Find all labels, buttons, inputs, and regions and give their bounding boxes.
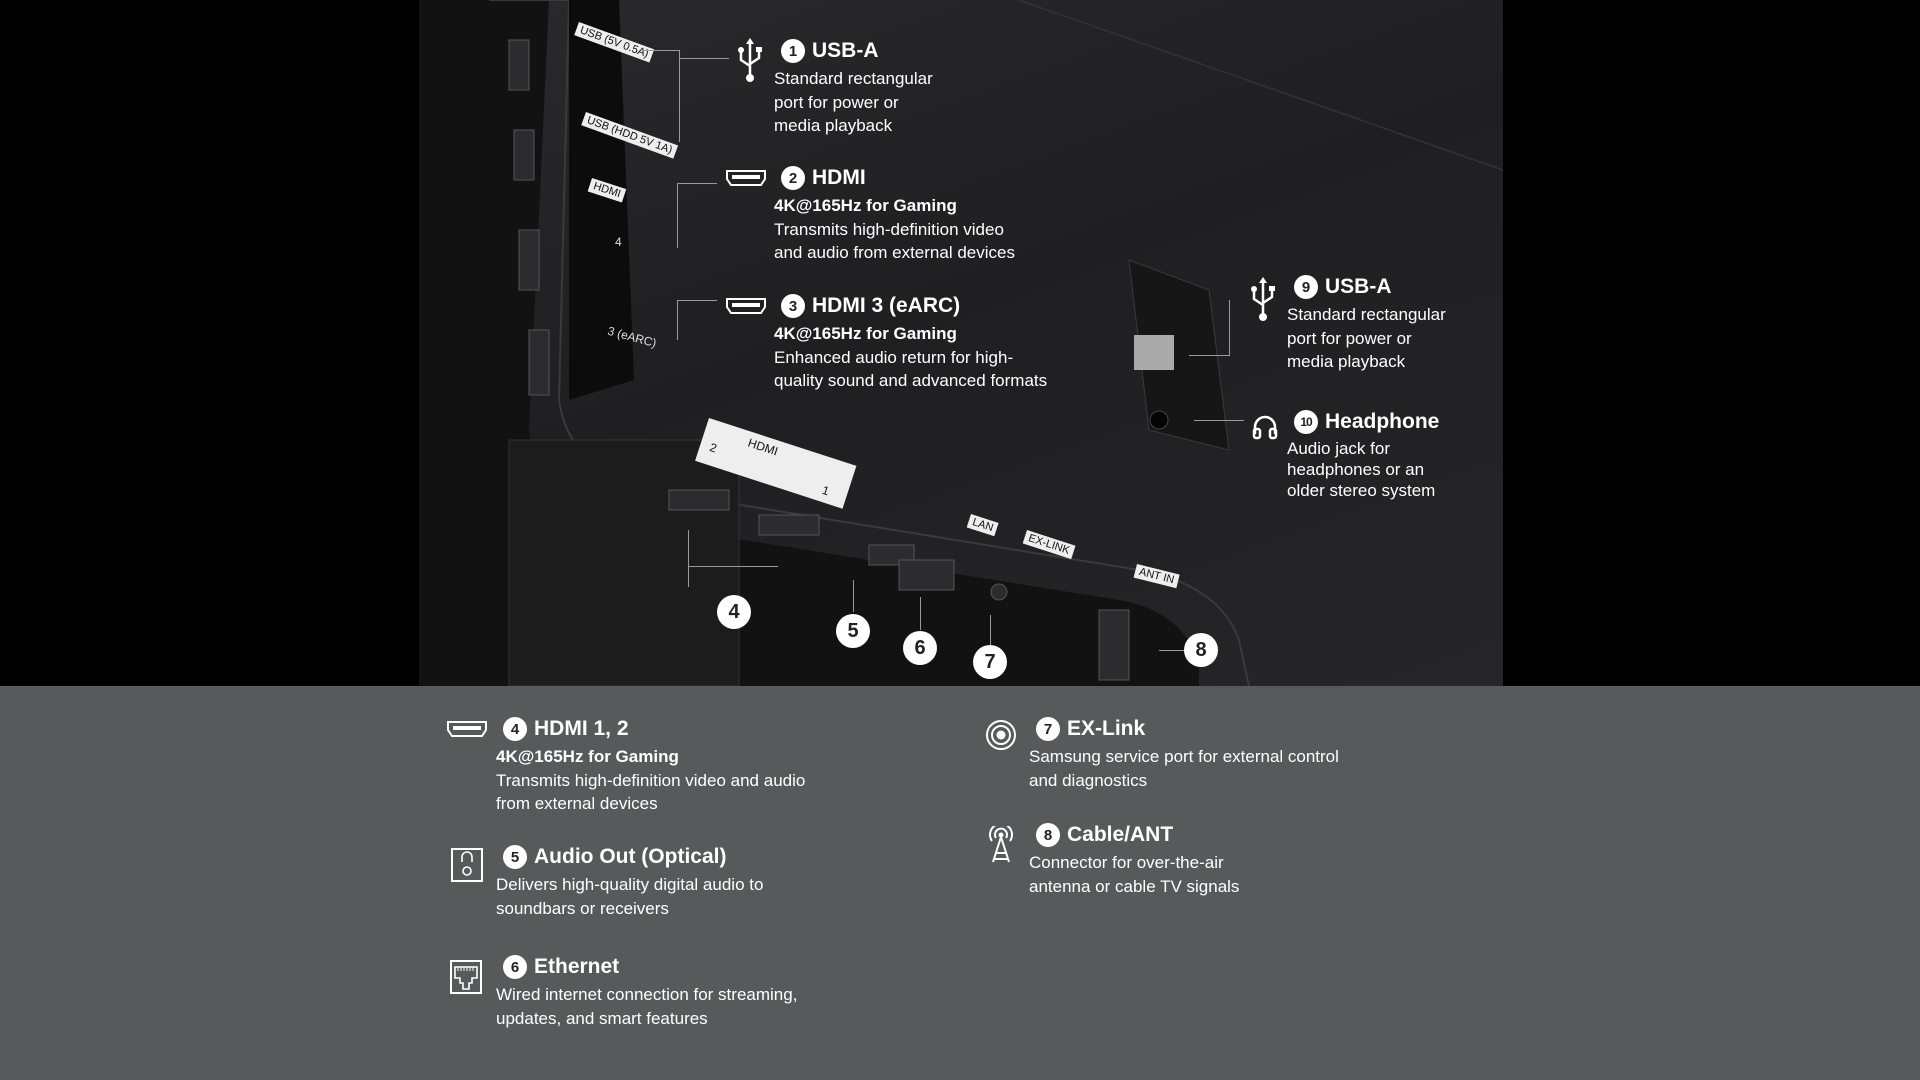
leader-line xyxy=(1194,420,1244,421)
leader-line xyxy=(688,566,778,567)
leader-line xyxy=(677,183,717,184)
number-badge: 4 xyxy=(503,717,527,741)
callout-desc: Audio jack for xyxy=(1287,439,1390,458)
callout-title: Audio Out (Optical) xyxy=(534,845,727,868)
callout-subtitle: 4K@165Hz for Gaming xyxy=(774,324,957,343)
number-badge: 2 xyxy=(781,166,805,190)
hdmi-icon xyxy=(726,298,766,314)
callout-desc: port for power or xyxy=(774,92,899,112)
number-badge: 7 xyxy=(1036,717,1060,741)
leader-line xyxy=(677,300,717,301)
callout-desc: and diagnostics xyxy=(1029,770,1148,790)
callout-usb-a-1: 1 USB-A Standard rectangular port for powe… xyxy=(774,38,933,138)
callout-title: HDMI xyxy=(812,166,866,189)
leader-line xyxy=(677,183,678,248)
callout-title: HDMI 1, 2 xyxy=(534,717,629,740)
number-badge: 5 xyxy=(503,845,527,869)
callout-ethernet: 6 Ethernet Wired internet connection for … xyxy=(496,954,797,1030)
usb-icon xyxy=(738,38,762,82)
callout-audio-out-optical: 5 Audio Out (Optical) Delivers high-quali… xyxy=(496,844,763,920)
leader-line xyxy=(679,50,680,142)
callout-subtitle: 4K@165Hz for Gaming xyxy=(496,747,679,766)
antenna-icon xyxy=(989,826,1013,863)
number-badge: 8 xyxy=(1036,823,1060,847)
number-badge: 3 xyxy=(781,294,805,318)
callout-desc: Transmits high-definition video xyxy=(774,219,1004,239)
callout-desc: older stereo system xyxy=(1287,481,1436,500)
callout-headphone: 10 Headphone Audio jack for headphones or … xyxy=(1287,409,1440,501)
callout-title: USB-A xyxy=(1325,275,1392,298)
leader-line xyxy=(920,597,921,630)
callout-title: HDMI 3 (eARC) xyxy=(812,294,961,317)
port-marker-7: 7 xyxy=(973,645,1007,679)
callout-desc: antenna or cable TV signals xyxy=(1029,876,1240,896)
callout-title: EX-Link xyxy=(1067,717,1146,740)
number-badge: 6 xyxy=(503,955,527,979)
callout-desc: Standard rectangular xyxy=(1287,305,1446,324)
tv-label-hdmi-text: HDMI xyxy=(746,435,780,459)
port-marker-6: 6 xyxy=(903,631,937,665)
tv-label-hdmi4: 4 xyxy=(615,235,622,249)
ethernet-icon xyxy=(450,960,482,994)
callout-title: Cable/ANT xyxy=(1067,823,1174,846)
callout-desc: from external devices xyxy=(496,794,658,813)
leader-line xyxy=(1159,650,1199,651)
callout-ex-link: 7 EX-Link Samsung service port for extern… xyxy=(1029,716,1339,792)
callout-title: Headphone xyxy=(1325,410,1440,433)
callout-desc: and audio from external devices xyxy=(774,243,1015,262)
callout-desc: Wired internet connection for streaming, xyxy=(496,985,798,1004)
port-marker-8: 8 xyxy=(1184,633,1218,667)
leader-line xyxy=(688,530,689,587)
leader-line xyxy=(679,58,729,59)
leader-line xyxy=(644,50,680,51)
tv-body-illustration xyxy=(419,0,1503,686)
port-marker-4: 4 xyxy=(717,595,751,629)
number-badge: 1 xyxy=(781,39,805,63)
leader-line xyxy=(853,580,854,612)
callout-title: Ethernet xyxy=(534,955,620,978)
callout-desc: Delivers high-quality digital audio to xyxy=(496,875,764,894)
callout-desc: soundbars or receivers xyxy=(496,898,669,918)
callout-desc: media playback xyxy=(774,116,893,135)
callout-desc: Standard rectangular xyxy=(774,69,933,88)
callout-desc: quality sound and advanced formats xyxy=(774,371,1048,390)
leader-line xyxy=(677,300,678,340)
usb-icon xyxy=(1251,277,1275,321)
callout-desc: Connector for over-the-air xyxy=(1029,853,1224,872)
leader-line xyxy=(990,615,991,645)
hdmi-icon xyxy=(726,170,766,186)
callout-usb-a-9: 9 USB-A Standard rectangular port for powe… xyxy=(1287,274,1446,374)
hdmi-icon xyxy=(447,721,487,737)
ex-link-icon xyxy=(986,720,1016,750)
callout-desc: Enhanced audio return for high- xyxy=(774,347,1014,367)
callout-subtitle: 4K@165Hz for Gaming xyxy=(774,196,957,215)
callout-desc: Samsung service port for external contro… xyxy=(1029,747,1339,766)
tv-label-hdmi1: 1 xyxy=(820,482,831,499)
callout-desc: Transmits high-definition video and audi… xyxy=(496,770,806,790)
legend-panel xyxy=(0,686,1920,1080)
number-badge: 10 xyxy=(1294,410,1318,434)
tv-label-hdmi2: 2 xyxy=(708,440,719,456)
leader-line xyxy=(1229,300,1230,356)
callout-title: USB-A xyxy=(812,39,879,62)
optical-audio-icon xyxy=(451,848,483,882)
callout-desc: media playback xyxy=(1287,352,1406,371)
callout-desc: headphones or an xyxy=(1287,460,1425,479)
leader-line xyxy=(1189,355,1229,356)
headphone-icon xyxy=(1252,415,1278,440)
number-badge: 9 xyxy=(1294,275,1318,299)
tv-rear-photo: USB (5V 0.5A) USB (HDD 5V 1A) HDMI 4 3 (… xyxy=(419,0,1503,686)
callout-desc: port for power or xyxy=(1287,328,1412,348)
callout-cable-ant: 8 Cable/ANT Connector for over-the-air ant… xyxy=(1029,822,1239,898)
port-marker-5: 5 xyxy=(836,614,870,648)
callout-desc: updates, and smart features xyxy=(496,1008,708,1028)
